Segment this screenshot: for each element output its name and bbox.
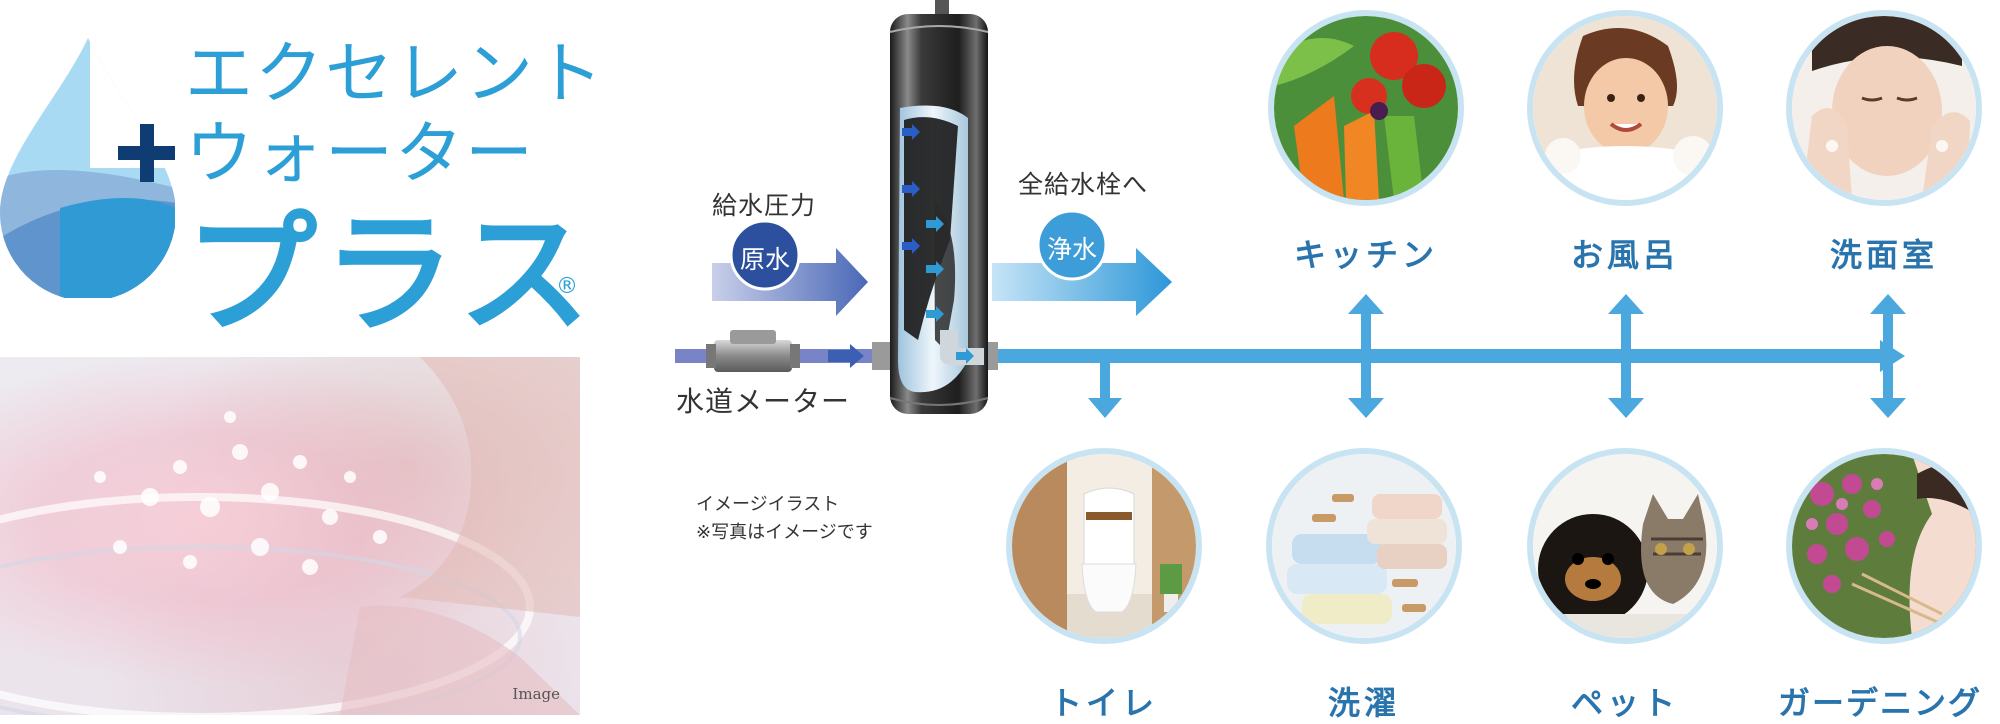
logo-text-line1: エクセレント: [185, 35, 606, 114]
kitchen-photo: [1268, 10, 1464, 206]
logo-drop-icon: [0, 38, 175, 298]
logo-text-line2: ウォーター: [185, 115, 536, 194]
illustration-note-2: ※写真はイメージです: [696, 522, 873, 543]
purified-water-circle: [1036, 209, 1108, 281]
logo-text-line3: プラス: [185, 198, 597, 352]
washing-rice-photo: Image: [0, 357, 580, 715]
illustration-note-1: イメージイラスト: [696, 494, 840, 515]
photo-texture: [0, 357, 580, 715]
bath-pet-branch-arrow: [1608, 294, 1644, 418]
water-meter-icon: [706, 330, 800, 372]
to-all-taps-label: 全給水栓へ: [1018, 170, 1149, 199]
raw-water-label: 原水: [739, 245, 790, 274]
toilet-photo: [1006, 448, 1202, 644]
water-meter-label: 水道メーター: [676, 385, 851, 418]
pet-label: ペット: [1570, 684, 1679, 722]
washroom-label: 洗面室: [1829, 236, 1938, 274]
laundry-photo: [1266, 448, 1462, 644]
pets-photo: [1527, 448, 1723, 644]
photo-caption: Image: [512, 685, 560, 703]
face-wash-photo: [1786, 10, 1982, 206]
bath-photo: [1527, 10, 1723, 206]
laundry-label: 洗濯: [1327, 684, 1400, 722]
purified-water-label: 浄水: [1046, 235, 1097, 264]
kitchen-laundry-branch-arrow: [1348, 294, 1384, 418]
kitchen-label: キッチン: [1293, 236, 1438, 274]
toilet-branch-arrow: [1088, 360, 1122, 418]
registered-mark: ®: [556, 274, 578, 299]
distribution-pipe: [990, 349, 1890, 363]
gardening-photo: [1786, 448, 1982, 644]
inlet-connector: [872, 342, 890, 370]
water-filter-cylinder: [889, 0, 989, 414]
washroom-garden-branch-arrow: [1870, 294, 1906, 418]
gardening-label: ガーデニング: [1777, 684, 1982, 722]
inlet-flow-arrow: [828, 344, 864, 368]
purified-water-arrow: [992, 248, 1172, 316]
bath-label: お風呂: [1570, 236, 1679, 274]
raw-water-circle: [729, 219, 801, 291]
supply-pressure-label: 給水圧力: [712, 191, 817, 220]
toilet-label: トイレ: [1049, 684, 1158, 722]
